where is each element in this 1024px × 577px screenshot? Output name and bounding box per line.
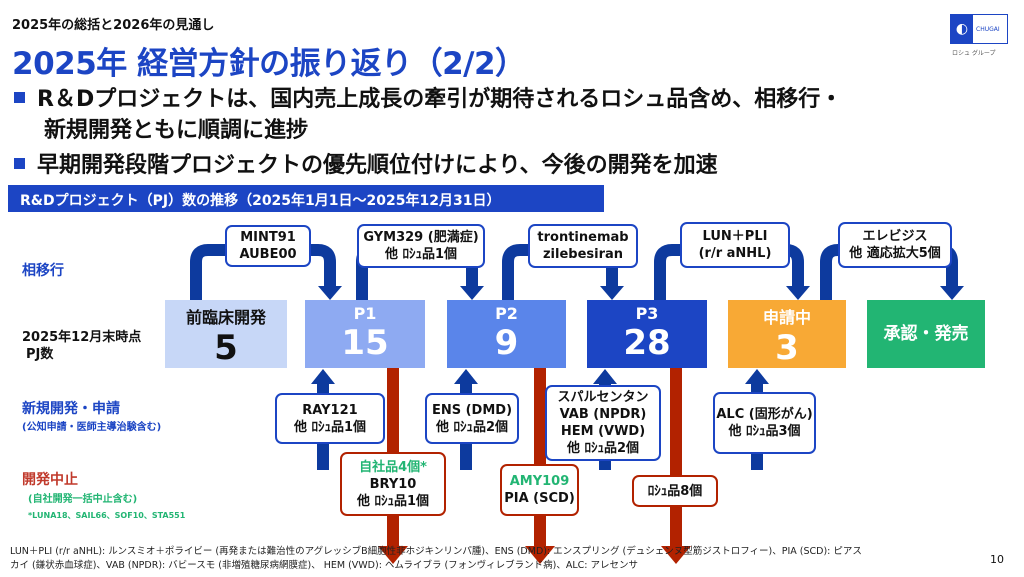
transition-box: LUN＋PLI(r/r aNHL): [680, 222, 790, 268]
bullet-1-cont: 新規開発ともに順調に進捗: [44, 118, 309, 143]
label-stop-note: (自社開発一括中止含む): [28, 494, 138, 505]
slide-title: 2025年 経営方針の振り返り（2/2）: [12, 46, 526, 82]
label-stop-footnote: *LUNA18、SAIL66、SOF10、STA551: [28, 511, 186, 520]
stop-arrowhead: [661, 546, 691, 564]
transition-box: エレビジス他 適応拡大5個: [838, 222, 952, 268]
new-box: ENS (DMD)他 ﾛｼｭ品2個: [425, 393, 519, 444]
stop-arrowhead: [525, 546, 555, 564]
roche-group-label: ロシュ グループ: [952, 50, 996, 57]
section-band: R&Dプロジェクト（PJ）数の推移（2025年1月1日～2025年12月31日）: [8, 185, 604, 212]
label-new: 新規開発・申請: [22, 401, 120, 417]
new-box: ALC (固形がん)他 ﾛｼｭ品3個: [713, 392, 816, 454]
stage-approved: 承認・発売: [867, 300, 985, 368]
transition-box: GYM329 (肥満症)他 ﾛｼｭ品1個: [357, 224, 485, 268]
bullet-1: R＆Dプロジェクトは、国内売上成長の牽引が期待されるロシュ品含め、相移行・: [14, 84, 1014, 115]
bullet-2: 早期開発段階プロジェクトの優先順位付けにより、今後の開発を加速: [14, 150, 1014, 181]
bullet-square-icon: [14, 158, 25, 169]
stop-arrowhead: [378, 546, 408, 564]
slide-subtitle: 2025年の総括と2026年の見通し: [12, 18, 215, 33]
footnote: LUN＋PLI (r/r aNHL): ルンスミオ＋ポライビー (再発または難治…: [10, 546, 862, 571]
label-stop: 開発中止: [22, 472, 78, 488]
label-new-note: (公知申請・医師主導治験含む): [22, 422, 162, 433]
label-transition: 相移行: [22, 263, 64, 279]
bullet-square-icon: [14, 92, 25, 103]
logo-text: CHUGAI: [976, 25, 1000, 33]
label-count-2: PJ数: [26, 347, 54, 362]
label-count-1: 2025年12月末時点: [22, 330, 142, 345]
page-number: 10: [990, 553, 1004, 566]
chugai-logo: ◐CHUGAI: [950, 14, 1008, 44]
stopped-box: ﾛｼｭ品8個: [632, 475, 718, 507]
